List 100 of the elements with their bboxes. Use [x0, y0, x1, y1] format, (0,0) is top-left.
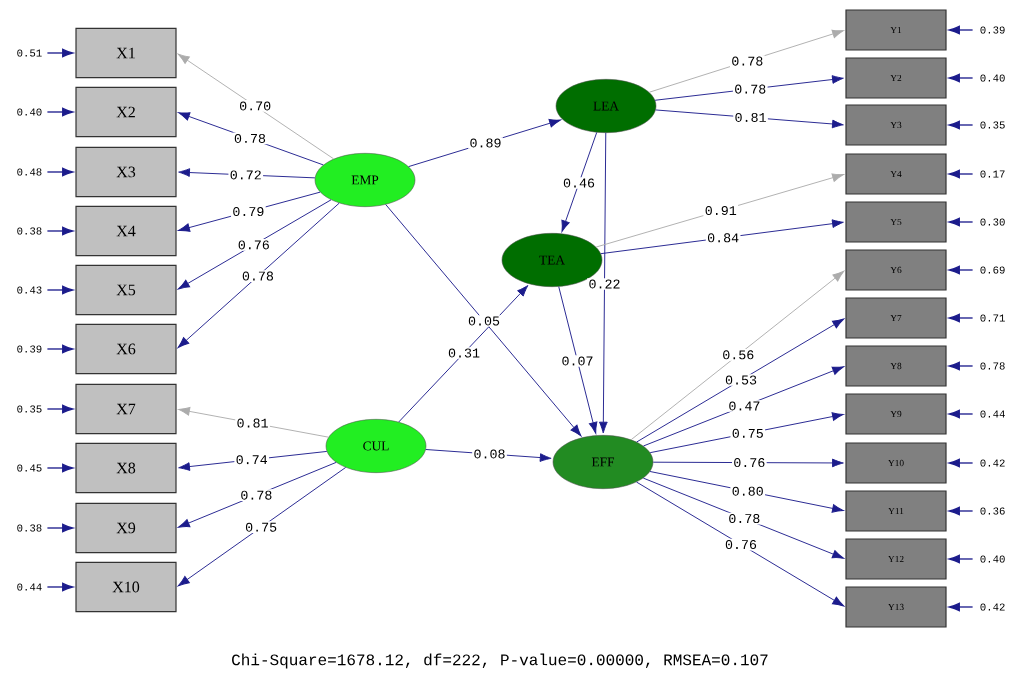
error-arrow — [46, 285, 74, 295]
edge-label: 0.75 — [243, 521, 279, 534]
edge-label: 0.81 — [235, 417, 270, 429]
observed-variable-box: X7 — [75, 383, 177, 435]
edge-label: 0.38 — [17, 524, 42, 532]
arrow — [600, 219, 844, 255]
edge-label: 0.69 — [980, 266, 1005, 274]
arrow — [177, 202, 340, 349]
error-arrow — [46, 463, 74, 473]
edge-label: 0.71 — [980, 314, 1005, 322]
edge-label: 0.07 — [560, 355, 595, 367]
edge-label: 0.78 — [232, 132, 268, 145]
edge-label: 0.81 — [733, 111, 768, 124]
edge-label: 0.08 — [472, 448, 507, 460]
edge-label: 0.46 — [561, 177, 597, 189]
edge-label: 0.30 — [980, 218, 1005, 226]
error-arrow — [948, 458, 974, 468]
arrow — [385, 204, 582, 437]
observed-variable-box: X3 — [75, 146, 177, 198]
edge-label: 0.79 — [231, 205, 266, 218]
error-arrow — [948, 265, 974, 275]
observed-variable-box: X2 — [75, 86, 177, 138]
edge-label: 0.76 — [236, 239, 272, 251]
arrow — [599, 132, 608, 434]
edge-label: 0.44 — [980, 410, 1005, 418]
edge-label: 0.51 — [17, 49, 42, 57]
error-arrow — [46, 226, 74, 236]
observed-variable-box: Y3 — [845, 104, 947, 146]
arrow — [642, 366, 844, 447]
error-arrow — [948, 409, 974, 419]
observed-variable-box: Y5 — [845, 201, 947, 243]
error-arrow — [948, 73, 974, 83]
arrow — [561, 132, 598, 233]
observed-variable-box: Y11 — [845, 490, 947, 532]
observed-variable-box: X5 — [75, 264, 177, 316]
arrow — [595, 173, 844, 248]
error-arrow — [46, 48, 74, 58]
caption: Chi-Square=1678.12, df=222, P-value=0.00000, RMSEA=0.107 — [232, 653, 768, 669]
observed-variable-box: Y2 — [845, 57, 947, 99]
observed-variable-box: X4 — [75, 205, 177, 257]
error-arrow — [948, 169, 974, 179]
edge-label: 0.78 — [732, 83, 768, 95]
edge-label: 0.53 — [723, 374, 759, 386]
error-arrow — [46, 582, 74, 592]
arrow — [177, 53, 335, 160]
edge-label: 0.42 — [980, 603, 1005, 611]
error-arrow — [948, 554, 974, 564]
edge-label: 0.89 — [468, 137, 503, 149]
edge-label: 0.75 — [730, 427, 766, 440]
arrow — [636, 481, 845, 607]
edge-label: 0.05 — [466, 315, 502, 327]
observed-variable-box: Y8 — [845, 345, 947, 387]
edge-label: 0.40 — [980, 74, 1005, 82]
edge-label: 0.31 — [446, 347, 482, 359]
edge-label: 0.78 — [980, 362, 1005, 370]
observed-variable-box: X1 — [75, 27, 177, 79]
arrow — [177, 467, 347, 587]
observed-variable-box: Y12 — [845, 538, 947, 580]
edge-label: 0.56 — [720, 349, 756, 361]
arrow — [177, 199, 332, 290]
edge-label: 0.44 — [17, 583, 42, 591]
edge-label: 0.47 — [727, 400, 762, 412]
edge-label: 0.39 — [17, 345, 42, 353]
edge-label: 0.42 — [980, 459, 1005, 467]
edge-label: 0.74 — [234, 453, 270, 466]
error-arrow — [46, 167, 74, 177]
edge-label: 0.78 — [730, 55, 765, 67]
error-arrow — [46, 523, 74, 533]
observed-variable-box: Y10 — [845, 442, 947, 484]
arrow — [398, 285, 529, 423]
edge-label: 0.40 — [980, 555, 1005, 563]
edge-label: 0.76 — [732, 456, 767, 469]
error-arrow — [948, 217, 974, 227]
edge-label: 0.38 — [17, 227, 42, 235]
error-arrow — [948, 506, 974, 516]
edge-label: 0.70 — [237, 100, 273, 112]
edge-label: 0.78 — [240, 270, 276, 282]
error-arrow — [948, 361, 974, 371]
edge-label: 0.84 — [705, 231, 741, 244]
error-arrow — [46, 344, 74, 354]
arrow — [636, 318, 845, 443]
arrow — [642, 477, 844, 559]
edge-label: 0.91 — [703, 204, 739, 217]
edge-label: 0.36 — [980, 507, 1005, 515]
error-arrow — [948, 120, 974, 130]
edge-label: 0.80 — [730, 485, 766, 498]
observed-variable-box: Y9 — [845, 393, 947, 435]
edge-label: 0.17 — [980, 170, 1005, 178]
edge-label: 0.43 — [17, 286, 42, 294]
edge-label: 0.22 — [587, 278, 622, 290]
edge-label: 0.45 — [17, 464, 42, 472]
observed-variable-box: X6 — [75, 323, 177, 375]
arrow — [652, 458, 844, 468]
edge-label: 0.72 — [228, 169, 264, 181]
observed-variable-box: Y1 — [845, 9, 947, 51]
observed-variable-box: Y6 — [845, 249, 947, 291]
arrow — [178, 461, 337, 528]
observed-variable-box: Y13 — [845, 586, 947, 628]
arrow — [558, 286, 598, 434]
error-arrow — [46, 107, 74, 117]
